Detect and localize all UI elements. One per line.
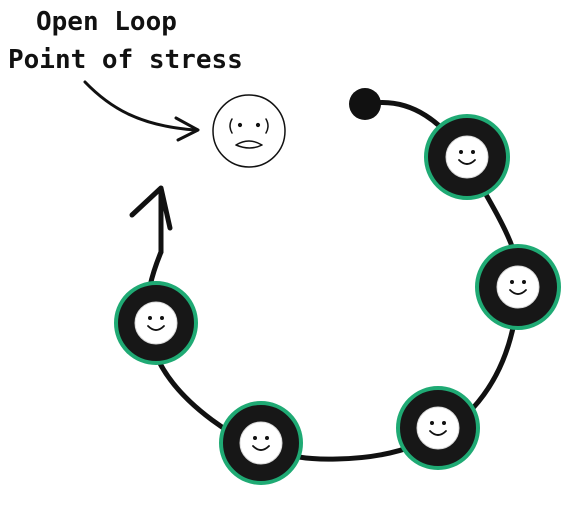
happy-node-2 [475,244,561,330]
smiley-face-icon [496,265,540,309]
smiley-face-icon [134,301,178,345]
happy-node-4 [219,401,303,485]
loop-arrow-icon [129,185,173,255]
happy-node-3 [396,386,480,470]
smiley-face-icon [239,421,283,465]
smiley-face-icon [416,406,460,450]
stress-face-icon [212,94,286,168]
title-pointer-arrow-icon [83,80,200,142]
happy-node-5 [114,281,198,365]
title-line-1: Open Loop [36,7,177,37]
start-point-icon [349,88,381,120]
smiley-face-icon [445,135,489,179]
happy-node-1 [424,114,510,200]
title-line-2: Point of stress [8,45,243,75]
